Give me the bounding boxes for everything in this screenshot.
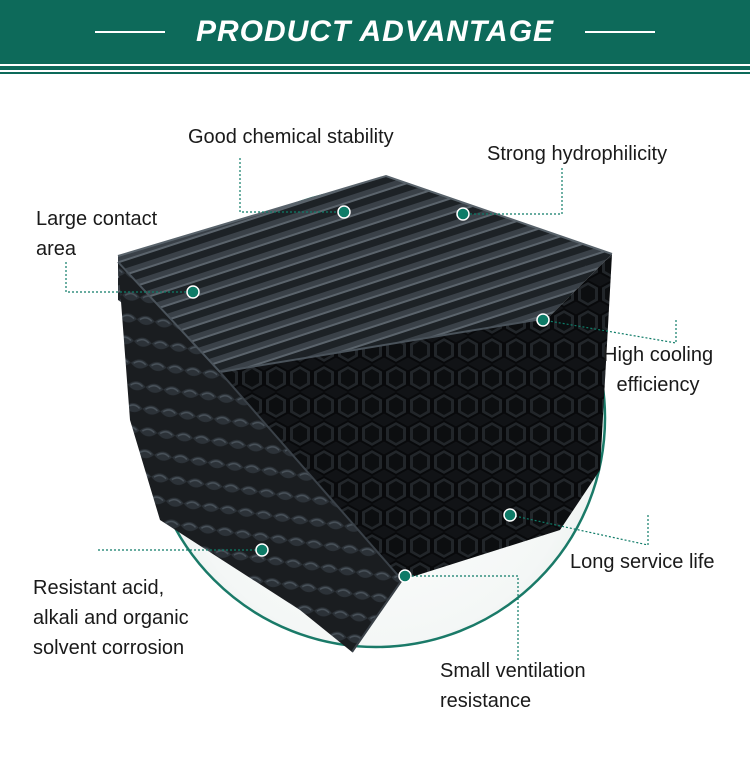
leader-lines xyxy=(65,158,677,660)
callout-chemical-stability: Good chemical stability xyxy=(188,126,394,148)
page-title: PRODUCT ADVANTAGE xyxy=(195,15,555,48)
callout-hydrophilicity: Strong hydrophilicity xyxy=(487,143,668,165)
dot-hydrophilicity xyxy=(456,207,470,221)
callout-service-life: Long service life xyxy=(570,551,715,573)
callout-cooling-efficiency: High cooling efficiency xyxy=(603,344,714,396)
feature-dots xyxy=(186,205,550,583)
dot-cooling-efficiency xyxy=(536,313,550,327)
callout-contact-area: Large contact area xyxy=(36,208,158,260)
banner-rule-right xyxy=(585,31,655,33)
banner-rule-left xyxy=(95,31,165,33)
banner-stripe xyxy=(0,66,750,70)
callout-corrosion: Resistant acid, alkali and organic solve… xyxy=(33,577,189,659)
dot-contact-area xyxy=(186,285,200,299)
left-face xyxy=(118,262,402,652)
banner-stripe-thin xyxy=(0,72,750,74)
top-face xyxy=(118,176,612,372)
dot-ventilation xyxy=(398,569,412,583)
front-face xyxy=(220,254,612,580)
dot-corrosion xyxy=(255,543,269,557)
dot-service-life xyxy=(503,508,517,522)
callout-ventilation: Small ventilation resistance xyxy=(440,660,586,712)
dot-chemical-stability xyxy=(337,205,351,219)
